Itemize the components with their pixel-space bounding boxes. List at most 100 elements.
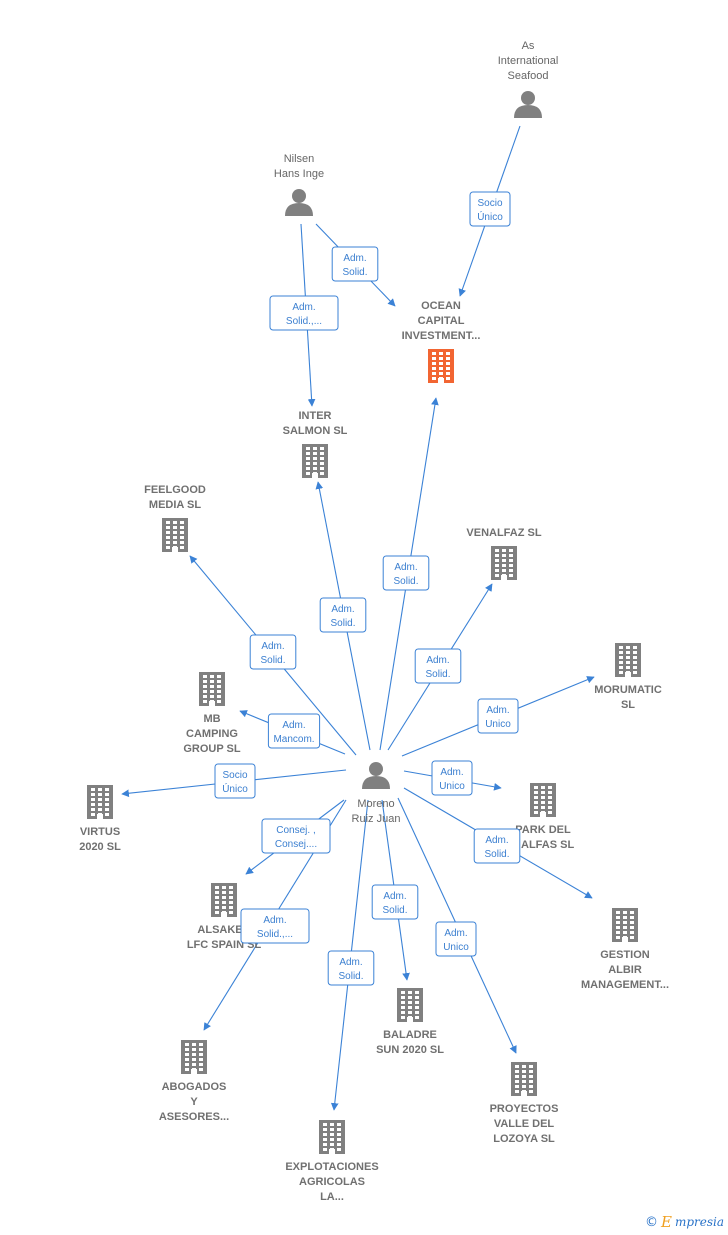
edge-label-box[interactable] bbox=[414, 648, 462, 684]
node-label: MORUMATIC bbox=[594, 684, 662, 696]
node-label: ABOGADOS bbox=[162, 1081, 227, 1093]
edge-label-text: Solid.,... bbox=[257, 929, 293, 940]
person-icon bbox=[514, 91, 542, 118]
edge-label-moreno-to-ocean[interactable]: Adm.Solid. bbox=[382, 555, 430, 591]
edge-label-box[interactable] bbox=[435, 921, 477, 957]
building-icon bbox=[162, 518, 188, 552]
node-label: EXPLOTACIONES bbox=[285, 1161, 378, 1173]
edge-label-box[interactable] bbox=[473, 828, 521, 864]
node-label: OCEAN bbox=[421, 300, 461, 312]
person-icon bbox=[362, 762, 390, 789]
node-label: Y bbox=[190, 1096, 198, 1108]
edge-label-nilsen-to-ocean[interactable]: Adm.Solid. bbox=[331, 246, 379, 282]
node-label: International bbox=[498, 55, 559, 67]
node-label: CAMPING bbox=[186, 728, 238, 740]
edge-label-box[interactable] bbox=[214, 763, 256, 799]
edge-label-text: Solid. bbox=[260, 655, 285, 666]
building-icon bbox=[491, 546, 517, 580]
edge-label-text: Consej.... bbox=[275, 839, 317, 850]
edge-label-text: Unico bbox=[485, 719, 511, 730]
edge-label-moreno-to-abogados[interactable]: Adm.Solid.,... bbox=[240, 908, 310, 944]
node-label: SL bbox=[621, 699, 635, 711]
edge-label-moreno-to-baladre[interactable]: Adm.Solid. bbox=[371, 884, 419, 920]
edge-label-text: Adm. bbox=[440, 767, 463, 778]
edge-label-box[interactable] bbox=[269, 295, 339, 331]
edge-label-moreno-to-alsaker[interactable]: Consej. , Consej.... bbox=[261, 818, 331, 854]
node-explotaciones[interactable]: EXPLOTACIONESAGRICOLASLA... bbox=[285, 1120, 379, 1203]
person-icon bbox=[285, 189, 313, 216]
edge-label-text: Adm. bbox=[394, 562, 417, 573]
node-label: Moreno bbox=[357, 798, 394, 810]
node-gestion_albir[interactable]: GESTIONALBIRMANAGEMENT... bbox=[581, 908, 669, 991]
edge-label-box[interactable] bbox=[431, 760, 473, 796]
node-label: CAPITAL bbox=[418, 315, 465, 327]
edge-label-text: Adm. bbox=[282, 720, 305, 731]
edge-label-text: Unico bbox=[439, 781, 465, 792]
edge-label-text: Socio bbox=[222, 770, 247, 781]
edge-label-moreno-to-mb_camping[interactable]: Adm.Mancom. bbox=[267, 713, 321, 749]
edge-label-box[interactable] bbox=[382, 555, 430, 591]
node-label: LOZOYA SL bbox=[493, 1133, 555, 1145]
edge-label-text: Adm. bbox=[485, 835, 508, 846]
edge-label-text: Adm. bbox=[383, 891, 406, 902]
edge-label-box[interactable] bbox=[319, 597, 367, 633]
edge-label-box[interactable] bbox=[240, 908, 310, 944]
edge-label-text: Adm. bbox=[486, 705, 509, 716]
edge-label-box[interactable] bbox=[371, 884, 419, 920]
node-label: INVESTMENT... bbox=[402, 330, 481, 342]
edge-label-nilsen-to-inter_salmon[interactable]: Adm.Solid.,... bbox=[269, 295, 339, 331]
edge-label-moreno-to-gestion_albir[interactable]: Adm.Solid. bbox=[473, 828, 521, 864]
node-label: Hans Inge bbox=[274, 168, 324, 180]
edge-label-box[interactable] bbox=[327, 950, 375, 986]
building-icon-focus bbox=[428, 349, 454, 383]
brand-logo-text: mpresia bbox=[674, 1215, 724, 1229]
edge-label-moreno-to-explotaciones[interactable]: Adm.Solid. bbox=[327, 950, 375, 986]
edge-label-moreno-to-venalfaz[interactable]: Adm. Solid. bbox=[414, 648, 462, 684]
building-icon bbox=[511, 1062, 537, 1096]
node-label: GROUP SL bbox=[183, 743, 241, 755]
node-label: SALMON SL bbox=[283, 425, 348, 437]
node-mb_camping[interactable]: MB CAMPING GROUP SL bbox=[183, 672, 241, 755]
edge-label-box[interactable] bbox=[469, 191, 511, 227]
node-label: 2020 SL bbox=[79, 841, 121, 853]
edge-label-text: Adm. bbox=[339, 957, 362, 968]
edge-label-box[interactable] bbox=[261, 818, 331, 854]
node-label: L ALFAS SL bbox=[512, 839, 575, 851]
node-ocean[interactable]: OCEAN CAPITAL INVESTMENT... bbox=[402, 300, 481, 383]
node-venalfaz[interactable]: VENALFAZ SL bbox=[466, 527, 542, 580]
node-label: BALADRE bbox=[383, 1029, 437, 1041]
node-abogados[interactable]: ABOGADOSYASESORES... bbox=[159, 1040, 229, 1123]
edge-label-moreno-to-inter_salmon[interactable]: Adm.Solid. bbox=[319, 597, 367, 633]
edge-label-moreno-to-morumatic[interactable]: Adm. Unico bbox=[477, 698, 519, 734]
edge-label-box[interactable] bbox=[267, 713, 321, 749]
edge-label-box[interactable] bbox=[477, 698, 519, 734]
node-label: MB bbox=[203, 713, 220, 725]
edge-label-text: Adm. bbox=[261, 641, 284, 652]
edge-label-moreno-to-feelgood[interactable]: Adm. Solid. bbox=[249, 634, 297, 670]
edge-label-box[interactable] bbox=[331, 246, 379, 282]
node-label: LA... bbox=[320, 1191, 344, 1203]
edge-label-text: Solid. bbox=[425, 669, 450, 680]
edge-label-text: Adm. bbox=[331, 604, 354, 615]
node-morumatic[interactable]: MORUMATIC SL bbox=[594, 643, 662, 711]
edge-label-moreno-to-proyectos[interactable]: Adm.Unico bbox=[435, 921, 477, 957]
building-icon bbox=[615, 643, 641, 677]
edge-label-text: Adm. bbox=[426, 655, 449, 666]
edge-label-box[interactable] bbox=[249, 634, 297, 670]
edge-label-text: Consej. , bbox=[276, 825, 315, 836]
edge-label-moreno-to-park_del[interactable]: Adm. Unico bbox=[431, 760, 473, 796]
